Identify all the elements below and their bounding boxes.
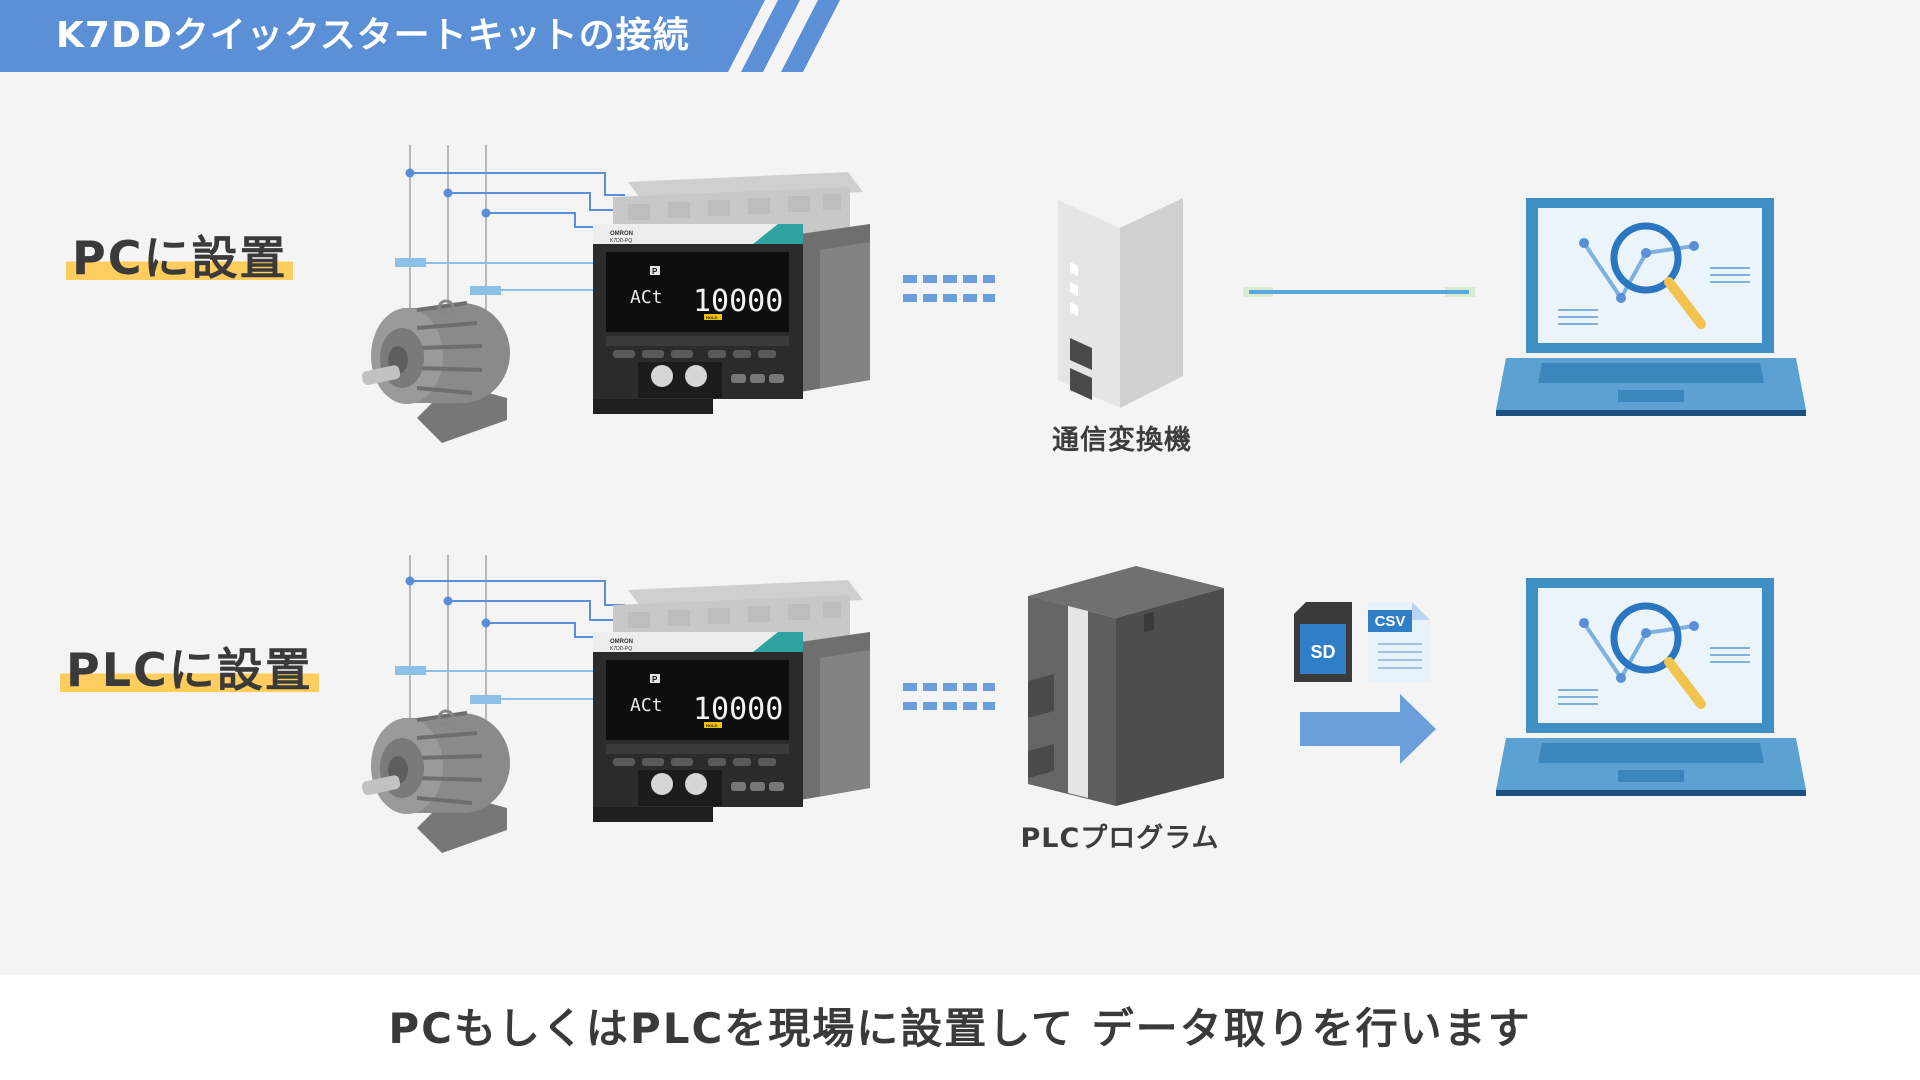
cable-connection (1243, 287, 1475, 297)
laptop-icon (1496, 198, 1806, 416)
display-mode: ACt (630, 287, 663, 308)
dashed-connection (903, 275, 995, 302)
sd-card-icon: SD (1294, 602, 1352, 682)
header-banner (0, 0, 840, 72)
motor-icon (361, 299, 510, 443)
magnifier-icon (1579, 222, 1706, 329)
plc-icon (1028, 566, 1224, 806)
laptop-icon (1496, 578, 1806, 796)
k7dd-device-icon: OMRON K7DD-PQ P ACt 10000 HOLD (593, 580, 870, 822)
right-arrow-icon (1300, 694, 1436, 764)
page-title: K7DDクイックスタートキットの接続 (56, 15, 690, 56)
device-brand: OMRON (610, 231, 633, 237)
sd-label: SD (1310, 642, 1335, 662)
display-value: 10000 (693, 284, 783, 319)
display-value: 10000 (693, 692, 783, 727)
motor-icon (361, 709, 510, 853)
row-label-plc: PLCに設置 (60, 634, 319, 700)
device-badge: P (652, 675, 658, 684)
caption-plc-program: PLCプログラム (1020, 823, 1220, 854)
csv-label: CSV (1375, 613, 1406, 630)
magnifier-icon (1579, 602, 1706, 709)
display-mode: ACt (630, 695, 663, 716)
converter-icon (1058, 170, 1183, 408)
hold-label: HOLD (706, 315, 717, 320)
device-model: K7DD-PQ (610, 646, 632, 652)
k7dd-device-icon: OMRON K7DD-PQ P ACt 10000 HOLD (593, 172, 870, 414)
row-label-pc: PCに設置 (66, 222, 294, 288)
footer-caption: PCもしくはPLCを現場に設置して データ取りを行います (388, 1004, 1532, 1053)
device-badge: P (652, 267, 658, 276)
hold-label: HOLD (706, 723, 717, 728)
csv-file-icon: CSV (1368, 602, 1430, 682)
device-model: K7DD-PQ (610, 238, 632, 244)
diagram-stage (0, 0, 1920, 975)
device-brand: OMRON (610, 639, 633, 645)
caption-converter: 通信変換機 (1052, 425, 1192, 456)
dashed-connection (903, 683, 995, 710)
